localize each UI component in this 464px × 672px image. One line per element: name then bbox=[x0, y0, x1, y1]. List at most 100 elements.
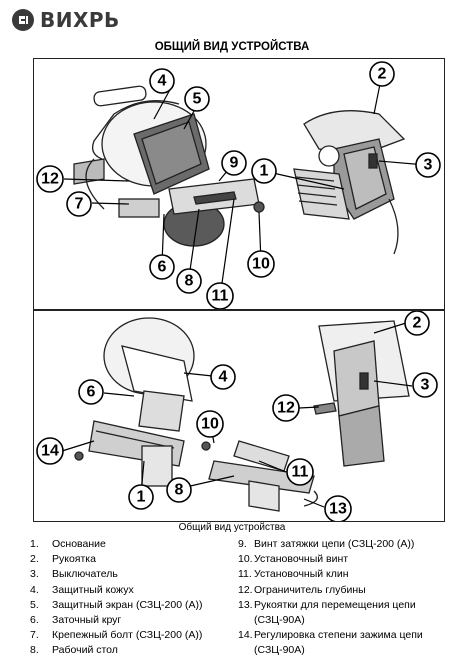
legend-text: Ограничитель глубины bbox=[254, 583, 366, 596]
legend-num: 2. bbox=[30, 553, 39, 566]
callout-2: 2 bbox=[369, 61, 395, 87]
legend-item: 3. Выключатель bbox=[30, 567, 202, 582]
legend-num: 7. bbox=[30, 629, 39, 642]
brand-logo: ВИХРЬ bbox=[12, 8, 120, 32]
legend-num: 3. bbox=[30, 568, 39, 581]
legend-item: 10.Установочный винт bbox=[238, 552, 423, 567]
callout-label: 3 bbox=[424, 157, 433, 174]
callout-label: 2 bbox=[378, 66, 387, 83]
legend-text: Крепежный болт (СЗЦ-200 (А)) bbox=[52, 629, 203, 642]
callout-label: 9 bbox=[230, 155, 239, 172]
callout-11: 11 bbox=[206, 282, 234, 309]
callout-10: 10 bbox=[196, 410, 224, 438]
callout-3: 3 bbox=[415, 152, 441, 178]
callout-12: 12 bbox=[36, 165, 64, 193]
callout-14: 14 bbox=[36, 437, 64, 465]
callout-8: 8 bbox=[166, 477, 192, 503]
callout-9: 9 bbox=[221, 150, 247, 176]
legend-text: Установочный винт bbox=[254, 553, 349, 566]
callout-4: 4 bbox=[210, 364, 236, 390]
legend-item: (СЗЦ-90А) bbox=[238, 643, 423, 658]
callout-10: 10 bbox=[247, 250, 275, 278]
callout-label: 4 bbox=[158, 73, 167, 90]
legend-left: 1. Основание 2. Рукоятка 3. Выключатель 4. З… bbox=[30, 537, 202, 659]
legend-num: 14. bbox=[238, 629, 253, 642]
callout-4: 4 bbox=[149, 68, 175, 94]
callout-3: 3 bbox=[412, 372, 438, 398]
callout-1: 1 bbox=[251, 158, 277, 184]
callout-12: 12 bbox=[272, 394, 300, 422]
legend-num: 1. bbox=[30, 538, 39, 550]
legend-num: 13. bbox=[238, 598, 253, 611]
legend-item: 1. Основание bbox=[30, 537, 202, 552]
legend-item: 14.Регулировка степени зажима цепи bbox=[238, 628, 423, 643]
callout-label: 14 bbox=[41, 443, 59, 460]
callout-label: 13 bbox=[329, 501, 347, 518]
legend-text: Винт затяжки цепи (СЗЦ-200 (А)) bbox=[254, 538, 415, 550]
callout-label: 2 bbox=[413, 315, 422, 332]
callout-label: 10 bbox=[252, 256, 270, 273]
legend-item: 7. Крепежный болт (СЗЦ-200 (А)) bbox=[30, 628, 202, 643]
legend-text: Выключатель bbox=[52, 568, 118, 581]
sharpener-diagram-bottom: 2 3 4 6 12 10 14 11 8 1 13 bbox=[36, 311, 438, 521]
legend-text: Рукоятки для перемещения цепи bbox=[254, 598, 416, 611]
callout-5: 5 bbox=[184, 86, 210, 112]
legend-num bbox=[238, 613, 254, 628]
legend-num bbox=[238, 643, 254, 658]
legend-num: 9. bbox=[238, 538, 247, 550]
legend-text: Регулировка степени зажима цепи bbox=[254, 629, 423, 642]
legend-text: Защитный кожух bbox=[52, 583, 134, 596]
brand-name: ВИХРЬ bbox=[40, 8, 120, 32]
page-title: ОБЩИЙ ВИД УСТРОЙСТВА bbox=[154, 41, 310, 53]
legend-item: 2. Рукоятка bbox=[30, 552, 202, 567]
callout-label: 7 bbox=[75, 196, 84, 213]
legend-item: (СЗЦ-90А) bbox=[238, 613, 423, 628]
callout-6: 6 bbox=[78, 379, 104, 405]
callout-label: 8 bbox=[185, 273, 194, 290]
legend-num: 4. bbox=[30, 583, 39, 596]
callout-label: 3 bbox=[421, 377, 430, 394]
callout-label: 8 bbox=[175, 482, 184, 499]
callout-label: 11 bbox=[292, 464, 309, 481]
legend-item: 6. Заточный круг bbox=[30, 613, 202, 628]
callout-8: 8 bbox=[176, 268, 202, 294]
legend-num: 10. bbox=[238, 553, 253, 566]
legend-num: 8. bbox=[30, 644, 39, 657]
callout-label: 1 bbox=[260, 163, 269, 180]
legend-right: 9. Винт затяжки цепи (СЗЦ-200 (А)) 10.Уст… bbox=[238, 537, 423, 659]
legend-text: Установочный клин bbox=[254, 568, 349, 581]
legend-num: 5. bbox=[30, 598, 39, 611]
legend-item: 13.Рукоятки для перемещения цепи bbox=[238, 598, 423, 613]
legend-num: 6. bbox=[30, 614, 39, 627]
callout-label: 6 bbox=[87, 384, 96, 401]
callout-label: 11 bbox=[212, 288, 229, 305]
legend-text: Заточный круг bbox=[52, 614, 122, 627]
callout-label: 6 bbox=[158, 259, 167, 276]
figure-caption: Общий вид устройства bbox=[178, 522, 286, 533]
legend-num: 11. bbox=[238, 568, 252, 581]
callout-2: 2 bbox=[404, 311, 430, 336]
callout-label: 5 bbox=[193, 91, 202, 108]
callout-label: 12 bbox=[41, 171, 59, 188]
callout-label: 12 bbox=[277, 400, 295, 417]
legend-text: (СЗЦ-90А) bbox=[254, 644, 305, 657]
legend-text: Основание bbox=[52, 538, 106, 550]
legend-text: Рукоятка bbox=[52, 553, 96, 566]
callout-label: 4 bbox=[219, 369, 228, 386]
legend-item: 9. Винт затяжки цепи (СЗЦ-200 (А)) bbox=[238, 537, 423, 552]
callout-6: 6 bbox=[149, 254, 175, 280]
sharpener-diagram-top: 4 5 2 3 1 9 12 7 6 8 10 11 bbox=[36, 61, 441, 309]
diagram-panel-top: 4 5 2 3 1 9 12 7 6 8 10 11 bbox=[33, 58, 445, 310]
legend-item: 5. Защитный экран (СЗЦ-200 (А)) bbox=[30, 598, 202, 613]
legend-item: 11.Установочный клин bbox=[238, 567, 423, 582]
legend-text: Защитный экран (СЗЦ-200 (А)) bbox=[52, 598, 203, 611]
callout-11: 11 bbox=[286, 458, 314, 486]
legend-item: 8. Рабочий стол bbox=[30, 643, 202, 658]
callout-label: 1 bbox=[137, 489, 146, 506]
legend-item: 12.Ограничитель глубины bbox=[238, 583, 423, 598]
legend-text: Рабочий стол bbox=[52, 644, 118, 657]
legend-text: (СЗЦ-90А) bbox=[254, 614, 305, 627]
callout-7: 7 bbox=[66, 191, 92, 217]
legend-num: 12. bbox=[238, 583, 253, 596]
callout-13: 13 bbox=[324, 495, 352, 521]
